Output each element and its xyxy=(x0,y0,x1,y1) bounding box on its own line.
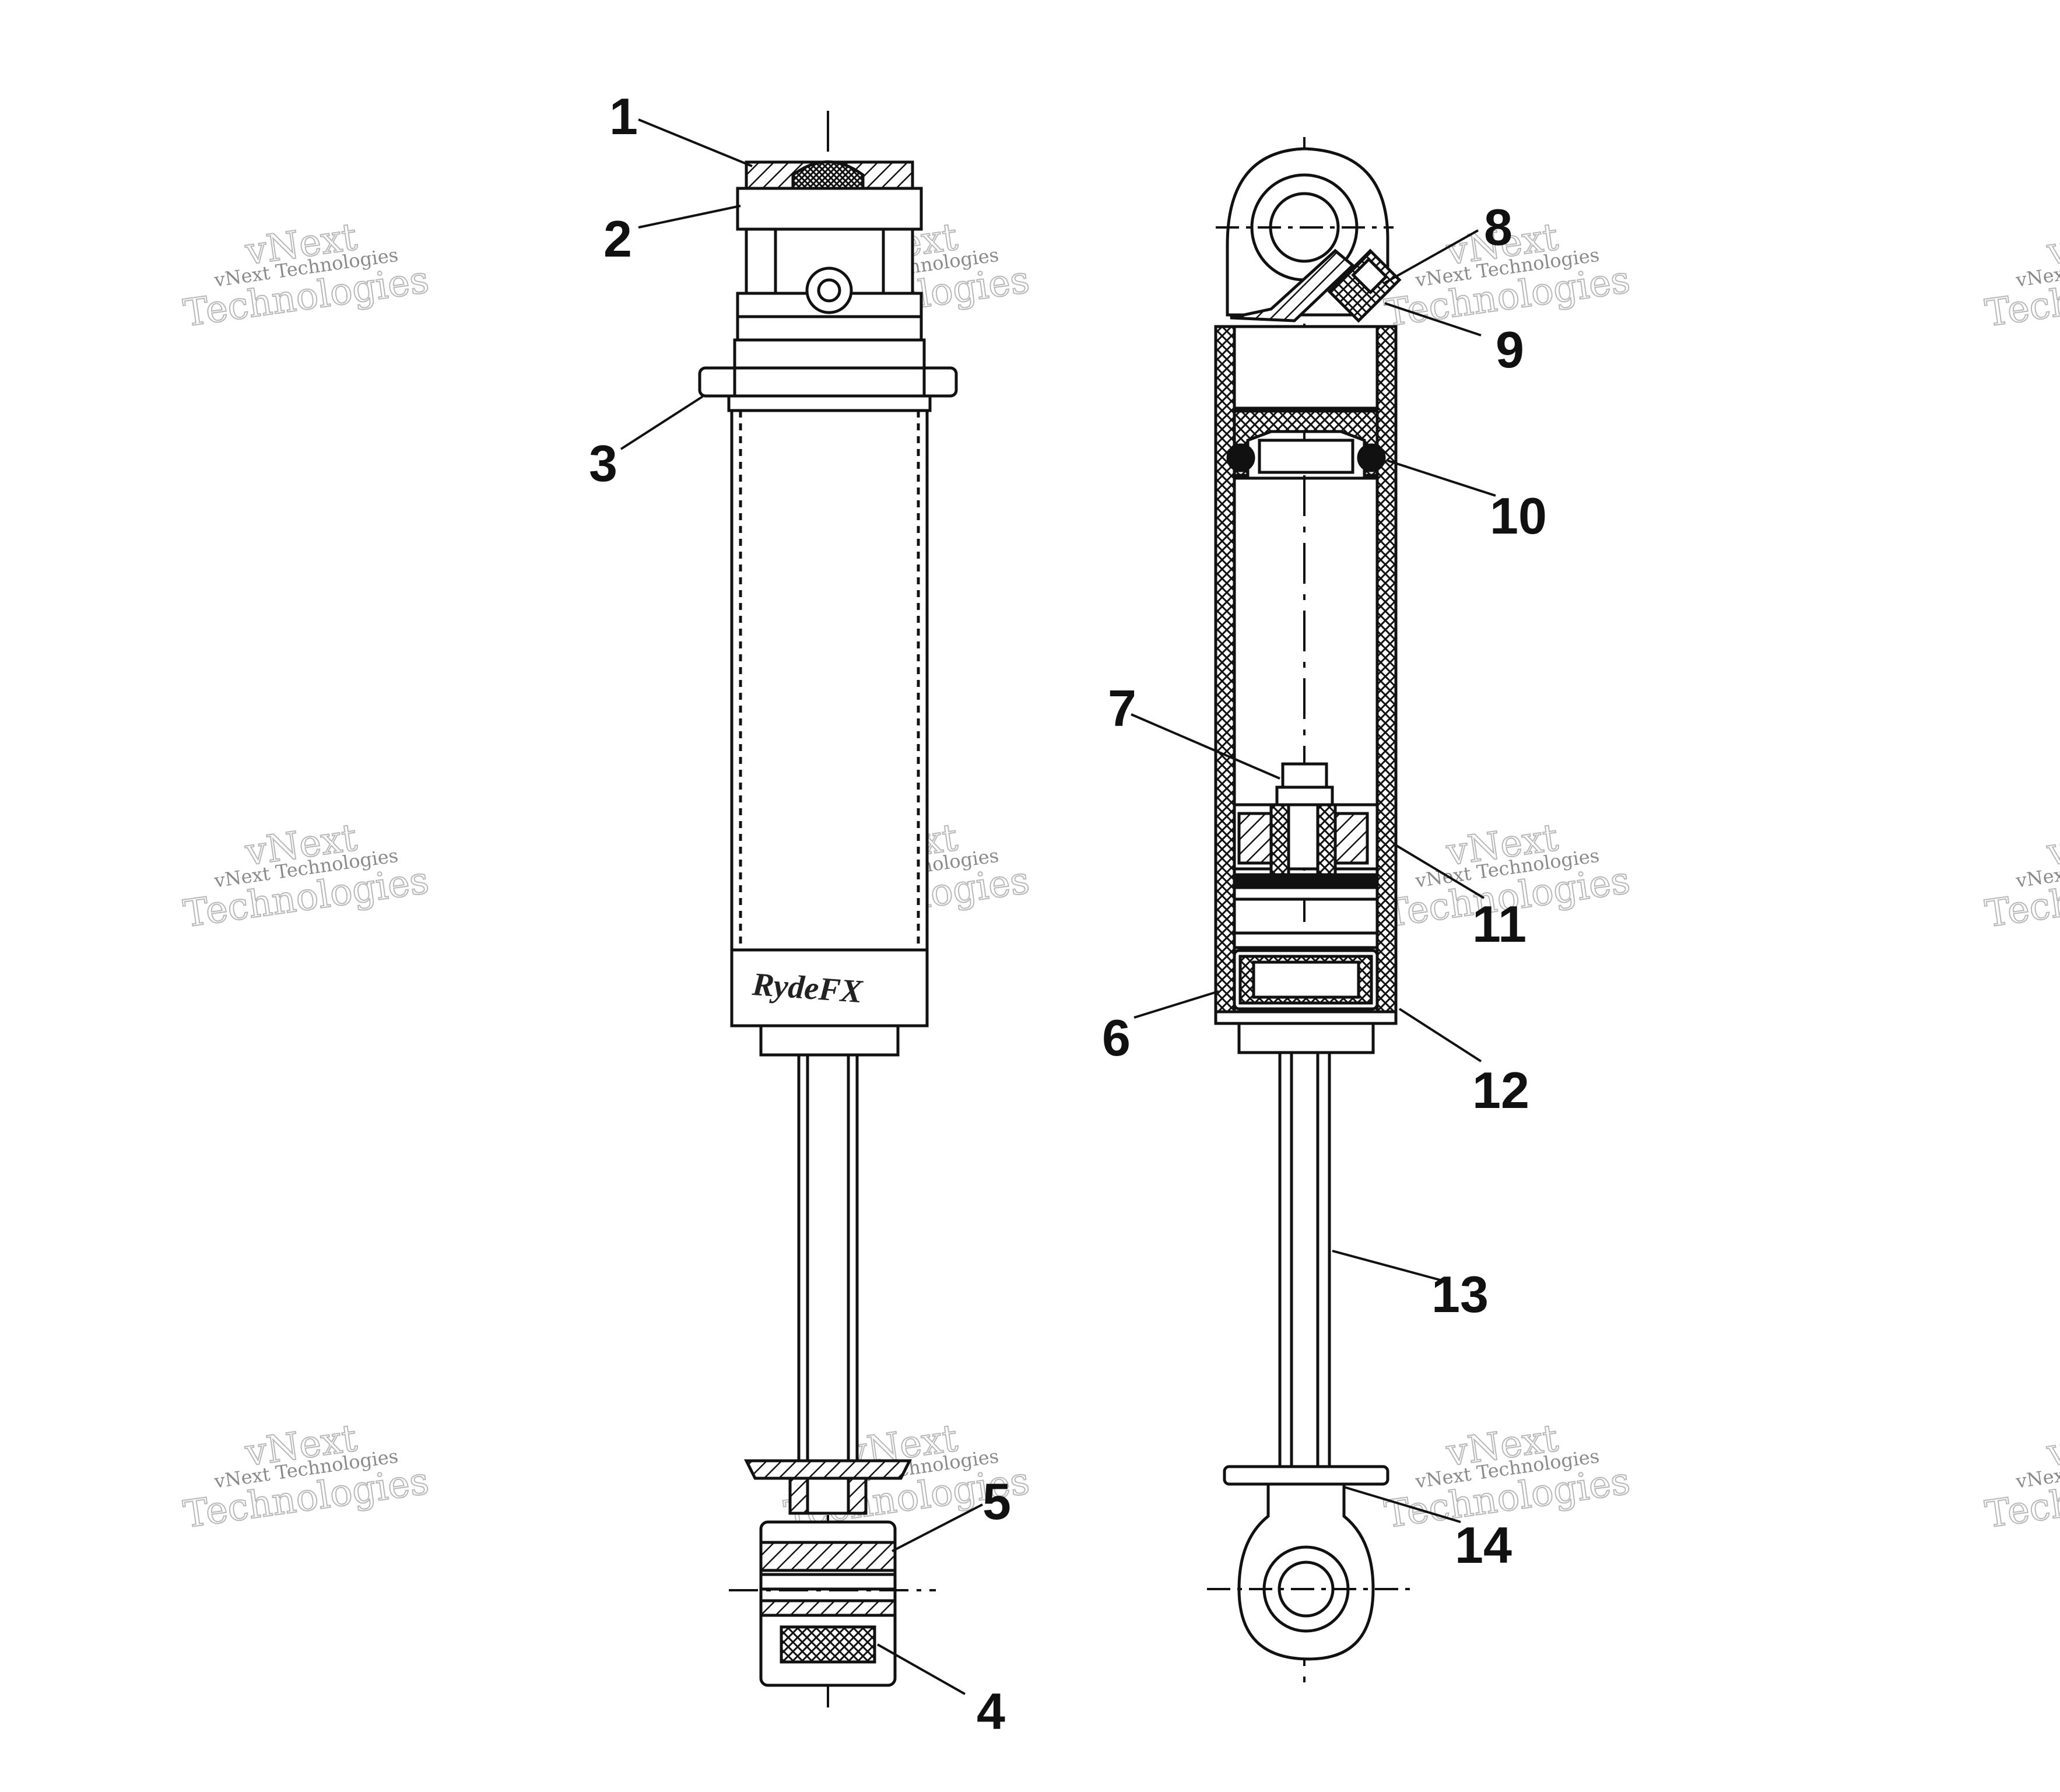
leader-9 xyxy=(1384,302,1482,336)
seal-head xyxy=(759,1024,900,1057)
callout-9: 9 xyxy=(1496,321,1524,378)
leader-6 xyxy=(1133,990,1219,1019)
callout-4: 4 xyxy=(977,1682,1005,1740)
watermark: vNext Technologies vNext Technologies xyxy=(180,815,432,937)
leader-13 xyxy=(1332,1250,1441,1281)
watermark: vNext Technologies vNext Technologies xyxy=(180,1416,432,1537)
leader-7 xyxy=(1131,713,1280,780)
leader-2 xyxy=(638,205,741,229)
callout-2: 2 xyxy=(603,210,632,268)
spring-collar xyxy=(698,315,958,412)
watermark: vNext Technologies vNext Technologies xyxy=(1982,215,2060,336)
right-shock-section-view xyxy=(1207,137,1411,1691)
watermark: vNext Technologies vNext Technologies xyxy=(180,215,432,336)
o-ring-left xyxy=(1226,443,1255,472)
callout-7: 7 xyxy=(1108,679,1136,737)
leader-10 xyxy=(1387,460,1496,497)
shock-body-tube: RydeFX xyxy=(730,409,929,1027)
callout-12: 12 xyxy=(1472,1061,1529,1119)
bottom-eyelet xyxy=(1207,1465,1411,1661)
leader-3 xyxy=(620,395,704,450)
leader-11 xyxy=(1395,844,1485,899)
left-shock-external-view: RydeFX xyxy=(698,111,958,1709)
leader-14 xyxy=(1343,1486,1461,1523)
callout-5: 5 xyxy=(982,1472,1011,1530)
leader-5 xyxy=(892,1503,983,1552)
leader-8 xyxy=(1384,229,1479,284)
piston-shaft-right xyxy=(1278,1051,1331,1468)
eyelet-assembly-left xyxy=(729,1459,936,1687)
bearing-cap xyxy=(1214,931,1398,1054)
leader-12 xyxy=(1398,1008,1482,1062)
callout-6: 6 xyxy=(1102,1009,1131,1067)
schrader-valve-fitting xyxy=(1327,248,1402,323)
callout-1: 1 xyxy=(609,87,638,145)
callouts: 1 2 3 4 5 6 7 8 9 10 11 12 13 14 xyxy=(589,87,1547,1740)
leader-1 xyxy=(638,118,753,167)
watermark: vNext Technologies vNext Technologies xyxy=(1982,1416,2060,1537)
callout-8: 8 xyxy=(1484,198,1512,256)
valve-body xyxy=(736,187,923,318)
leader-4 xyxy=(877,1643,966,1695)
reservoir-cap xyxy=(745,160,914,190)
main-piston-assembly xyxy=(1233,762,1379,901)
callout-10: 10 xyxy=(1490,487,1547,545)
callout-11: 11 xyxy=(1472,895,1526,953)
o-ring-right xyxy=(1357,443,1386,472)
leader-lines xyxy=(620,118,1496,1695)
watermarks: vNext Technologies vNext Technologies vN… xyxy=(180,215,2060,1537)
brand-logo: RydeFX xyxy=(750,966,864,1010)
watermark: vNext Technologies vNext Technologies xyxy=(1982,815,2060,937)
callout-3: 3 xyxy=(589,434,617,492)
floating-piston xyxy=(1226,409,1386,480)
cylinder-walls xyxy=(1214,325,1398,1014)
callout-14: 14 xyxy=(1455,1516,1512,1574)
callout-13: 13 xyxy=(1431,1265,1489,1323)
